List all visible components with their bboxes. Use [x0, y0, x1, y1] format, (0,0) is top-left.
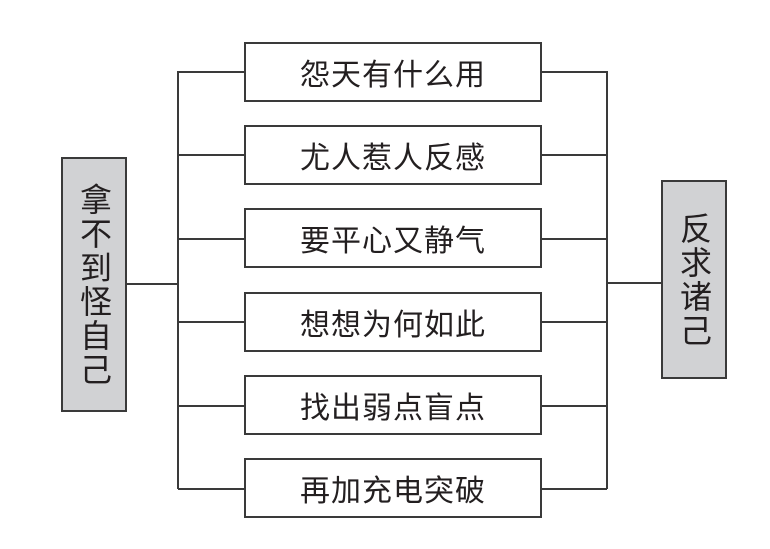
item-box: 找出弱点盲点	[244, 375, 542, 435]
item-box: 要平心又静气	[244, 208, 542, 268]
left-node-label: 拿不到怪自己	[75, 182, 113, 387]
item-right-connector	[542, 488, 607, 490]
item-label: 怨天有什么用	[300, 58, 486, 93]
item-box: 再加充电突破	[244, 458, 542, 518]
right-node-label: 反求诸己	[675, 211, 713, 348]
item-left-connector	[178, 71, 244, 73]
item-left-connector	[178, 238, 244, 240]
right-node-connector	[607, 282, 662, 284]
item-box: 尤人惹人反感	[244, 125, 542, 185]
item-label: 尤人惹人反感	[300, 141, 486, 176]
item-right-connector	[542, 238, 607, 240]
item-left-connector	[178, 154, 244, 156]
left-node: 拿不到怪自己	[61, 157, 127, 412]
right-bracket-line	[606, 71, 608, 489]
item-label: 想想为何如此	[300, 308, 486, 343]
left-node-connector	[127, 283, 179, 285]
left-bracket-line	[177, 71, 179, 489]
item-left-connector	[178, 488, 244, 490]
right-node: 反求诸己	[661, 180, 727, 379]
item-box: 怨天有什么用	[244, 42, 542, 102]
item-right-connector	[542, 405, 607, 407]
item-right-connector	[542, 154, 607, 156]
item-right-connector	[542, 71, 607, 73]
item-label: 找出弱点盲点	[300, 391, 486, 426]
item-label: 要平心又静气	[300, 224, 486, 259]
item-left-connector	[178, 405, 244, 407]
item-left-connector	[178, 321, 244, 323]
item-label: 再加充电突破	[300, 474, 486, 509]
item-box: 想想为何如此	[244, 292, 542, 352]
item-right-connector	[542, 321, 607, 323]
